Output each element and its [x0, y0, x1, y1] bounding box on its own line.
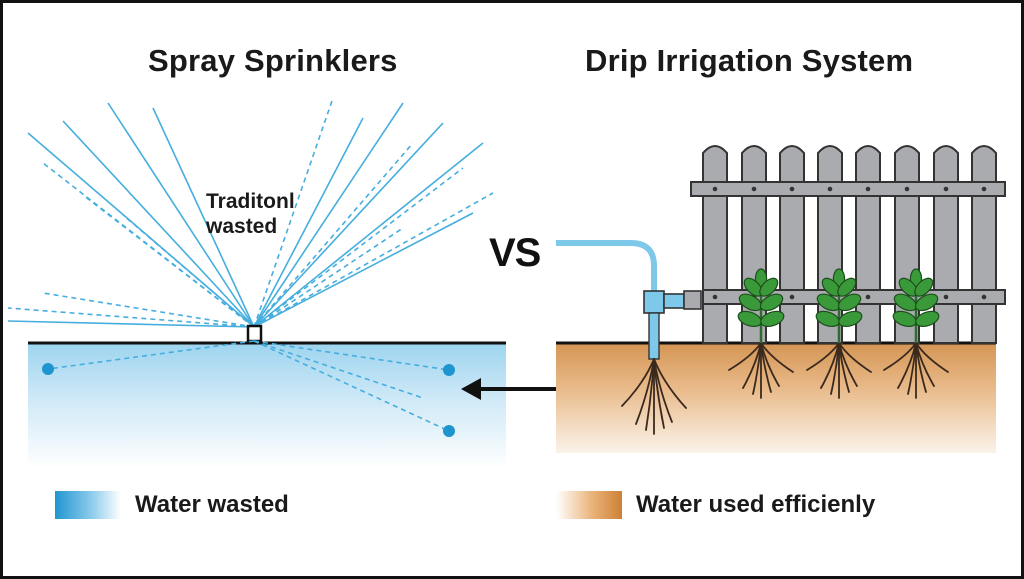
- root-strand: [915, 342, 949, 373]
- plant-leaf: [759, 277, 779, 297]
- plant-roots: [621, 342, 949, 435]
- fence-nail: [865, 294, 871, 300]
- diagram-canvas: [7, 97, 1006, 468]
- root-strand: [645, 358, 655, 431]
- fence-nail: [904, 186, 910, 192]
- spray-ray: [7, 320, 255, 328]
- root-strand: [907, 342, 917, 395]
- root-strand: [915, 342, 927, 393]
- plant-leaf: [914, 293, 939, 312]
- fence-nail: [712, 186, 718, 192]
- fence-nail: [827, 186, 833, 192]
- root-strand: [760, 342, 772, 393]
- fence-nail: [789, 186, 795, 192]
- runoff-line: [47, 340, 255, 370]
- vs-label: VS: [489, 231, 541, 275]
- spray-rays: [7, 97, 494, 328]
- fence-picket: [702, 145, 728, 344]
- root-strand: [760, 342, 794, 373]
- root-strand: [838, 342, 850, 393]
- fence-picket: [779, 145, 805, 344]
- water-droplet: [443, 364, 455, 376]
- plant-leaf: [915, 310, 940, 328]
- spray-ray: [253, 122, 444, 328]
- plant-leaf: [914, 277, 934, 297]
- title-spray-sprinklers: Spray Sprinklers: [148, 43, 398, 78]
- plant-leaf: [759, 293, 784, 312]
- legend-water-efficient: Water used efficienly: [556, 490, 875, 520]
- root-strand: [830, 342, 840, 395]
- root-strand: [728, 342, 762, 371]
- root-cluster: [728, 342, 794, 399]
- water-droplet: [443, 425, 455, 437]
- spray-ray: [253, 227, 404, 328]
- plant-leaf: [760, 310, 785, 328]
- sprinkler-annotation: Traditonl wasted: [206, 189, 326, 239]
- root-strand: [838, 342, 872, 373]
- spray-ray: [253, 97, 334, 328]
- plant-leaf: [837, 293, 862, 312]
- spray-ray: [253, 142, 414, 328]
- root-strand: [806, 342, 840, 371]
- legend-water-wasted: Water wasted: [55, 490, 289, 520]
- runoff-lines: [47, 340, 450, 432]
- water-droplet: [42, 363, 54, 375]
- root-strand: [883, 342, 917, 371]
- plant: [815, 268, 863, 343]
- root-strand: [653, 358, 687, 409]
- spray-ray: [107, 102, 255, 328]
- legend-swatch-blue: [55, 491, 121, 519]
- spray-ray: [253, 102, 404, 328]
- spray-ray: [82, 194, 255, 328]
- fence-nail: [751, 186, 757, 192]
- spray-ray: [253, 192, 494, 328]
- legend-swatch-brown: [556, 491, 622, 519]
- drip-pipe: [556, 240, 702, 360]
- spray-ray: [253, 117, 364, 328]
- spray-ray: [122, 214, 255, 328]
- root-cluster: [883, 342, 949, 399]
- sprinkler-head: [246, 324, 263, 343]
- fence-nail: [865, 186, 871, 192]
- root-cluster: [806, 342, 872, 399]
- annotation-line-1: Traditonl: [206, 190, 295, 213]
- annotation-line-2: wasted: [206, 215, 278, 238]
- fence-nail: [981, 186, 987, 192]
- root-strand: [621, 358, 655, 407]
- legend-label-efficient: Water used efficienly: [636, 491, 876, 518]
- fence-nail: [943, 186, 949, 192]
- plant-leaf: [837, 277, 857, 297]
- fence-nail: [712, 294, 718, 300]
- fence-nail: [981, 294, 987, 300]
- root-strand: [653, 358, 665, 429]
- spray-ray: [62, 120, 255, 328]
- root-cluster: [621, 358, 687, 435]
- fence-rail-top: [690, 181, 1006, 197]
- fence-nail: [789, 294, 795, 300]
- title-drip-irrigation: Drip Irrigation System: [585, 43, 914, 78]
- legend-label-wasted: Water wasted: [135, 491, 289, 518]
- plant-leaf: [838, 310, 863, 328]
- spray-ray: [253, 167, 464, 328]
- spray-ray: [152, 107, 255, 328]
- plant: [892, 268, 940, 343]
- plant: [737, 268, 785, 343]
- spray-ray: [253, 142, 484, 328]
- spray-ray: [253, 212, 474, 328]
- runoff-line: [253, 340, 424, 399]
- runoff-line: [253, 340, 450, 371]
- root-strand: [752, 342, 762, 395]
- fence-picket: [971, 145, 997, 344]
- plants: [737, 268, 940, 343]
- fence-nail: [943, 294, 949, 300]
- wasted-water-ground: [28, 343, 506, 468]
